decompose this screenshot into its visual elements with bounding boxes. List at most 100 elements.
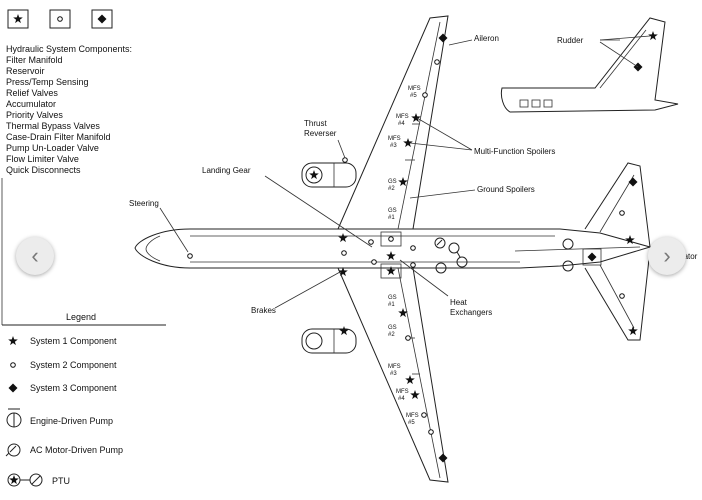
panel-tag: GS	[388, 325, 397, 331]
star-icon	[628, 326, 638, 336]
diamond-icon	[8, 383, 18, 393]
star-icon	[339, 326, 349, 336]
ptu-icon	[448, 242, 468, 268]
panel-tag: #5	[408, 420, 415, 426]
fuselage	[134, 228, 652, 269]
hydraulic-bay-box	[380, 263, 402, 279]
circle-icon	[368, 239, 374, 245]
leader-lines	[159, 35, 651, 309]
component-item: Accumulator	[6, 99, 56, 109]
tail-hydraulic-box	[582, 248, 602, 266]
diamond-icon	[97, 14, 107, 24]
circle-icon	[421, 412, 427, 418]
label-heat-exchangers: Exchangers	[450, 308, 492, 317]
panel-tag: #5	[410, 93, 417, 99]
panel-tag: #2	[388, 186, 395, 192]
upper-wing	[337, 15, 449, 230]
circle-icon	[410, 245, 416, 251]
ac-motor-driven-pump-icon	[435, 262, 447, 274]
hydraulic-bay-box	[380, 231, 402, 247]
panel-tag: MFS	[408, 86, 421, 92]
label-thrust-reverser: Thrust	[304, 119, 327, 128]
component-item: Quick Disconnects	[6, 165, 81, 175]
star-icon	[405, 375, 415, 385]
panel-tag: #1	[388, 215, 395, 221]
engine-driven-pump-icon	[6, 408, 22, 428]
diamond-icon	[438, 453, 448, 463]
component-item: Filter Manifold	[6, 55, 63, 65]
star-icon	[398, 177, 408, 187]
circle-icon	[187, 253, 193, 259]
circle-icon	[342, 157, 348, 163]
next-image-button[interactable]: ›	[648, 237, 686, 275]
panel-tag: MFS	[388, 136, 401, 142]
panel-tag: MFS	[396, 114, 409, 120]
chevron-left-icon: ‹	[31, 243, 39, 268]
star-icon	[386, 266, 396, 276]
component-item: Reservoir	[6, 66, 45, 76]
star-icon	[403, 138, 413, 148]
cockpit-outline	[145, 235, 161, 262]
panel-tags-lower: GS #1 GS #2 MFS #3 MFS #4 MFS #5	[388, 295, 419, 426]
panel-tag: #4	[398, 396, 405, 402]
component-item: Press/Temp Sensing	[6, 77, 89, 87]
label-aileron: Aileron	[474, 34, 499, 43]
label-landing-gear: Landing Gear	[202, 166, 251, 175]
diamond-icon	[438, 33, 448, 43]
tail-side-view	[500, 17, 679, 113]
circle-icon	[57, 16, 63, 22]
panel-tag: #3	[390, 143, 397, 149]
label-steering: Steering	[129, 199, 159, 208]
circle-icon	[434, 59, 440, 65]
legend-label: System 3 Component	[30, 383, 117, 393]
symbol-box	[91, 9, 113, 29]
panel-tags-upper: MFS #5 MFS #4 MFS #3 GS #2 GS #1	[388, 86, 421, 221]
label-multi-function-spoilers: Multi-Function Spoilers	[474, 147, 555, 156]
circle-icon	[428, 429, 434, 435]
legend-label: Engine-Driven Pump	[30, 416, 113, 426]
circle-icon	[10, 362, 16, 368]
label-thrust-reverser: Reverser	[304, 129, 337, 138]
circle-icon	[341, 250, 347, 256]
chevron-right-icon: ›	[663, 243, 671, 268]
engine-upper	[301, 162, 357, 188]
circle-icon	[371, 259, 377, 265]
circle-icon	[410, 262, 416, 268]
label-heat-exchangers: Heat	[450, 298, 468, 307]
panel-tag: GS	[388, 208, 397, 214]
legend-label: System 1 Component	[30, 336, 117, 346]
legend: Legend System 1 Component System 2 Compo…	[2, 312, 166, 487]
legend-label: PTU	[52, 476, 70, 486]
tail-pump-icon	[562, 238, 574, 272]
legend-label: System 2 Component	[30, 360, 117, 370]
legend-label: AC Motor-Driven Pump	[30, 445, 123, 455]
circle-icon	[422, 92, 428, 98]
panel-tag: MFS	[396, 389, 409, 395]
horizontal-stabilizer-upper	[584, 162, 651, 248]
circle-icon	[619, 293, 625, 299]
star-icon	[410, 390, 420, 400]
star-icon	[386, 251, 396, 261]
circle-icon	[405, 335, 411, 341]
panel-tag: MFS	[406, 413, 419, 419]
diamond-icon	[628, 177, 638, 187]
component-item: Pump Un-Loader Valve	[6, 143, 99, 153]
components-list: Hydraulic System Components: Filter Mani…	[6, 44, 132, 175]
circle-icon	[388, 236, 394, 242]
engine-lower	[301, 328, 357, 354]
panel-tag: GS	[388, 295, 397, 301]
components-title: Hydraulic System Components:	[6, 44, 132, 54]
star-icon	[338, 233, 348, 243]
label-brakes: Brakes	[251, 306, 276, 315]
panel-tag: MFS	[388, 364, 401, 370]
panel-tag: #4	[398, 121, 405, 127]
symbol-box	[7, 9, 29, 29]
star-icon	[8, 336, 18, 346]
component-item: Thermal Bypass Valves	[6, 121, 100, 131]
label-ground-spoilers: Ground Spoilers	[477, 185, 535, 194]
circle-icon	[619, 210, 625, 216]
component-item: Flow Limiter Valve	[6, 154, 79, 164]
previous-image-button[interactable]: ‹	[16, 237, 54, 275]
component-item: Priority Valves	[6, 110, 63, 120]
label-rudder: Rudder	[557, 36, 584, 45]
